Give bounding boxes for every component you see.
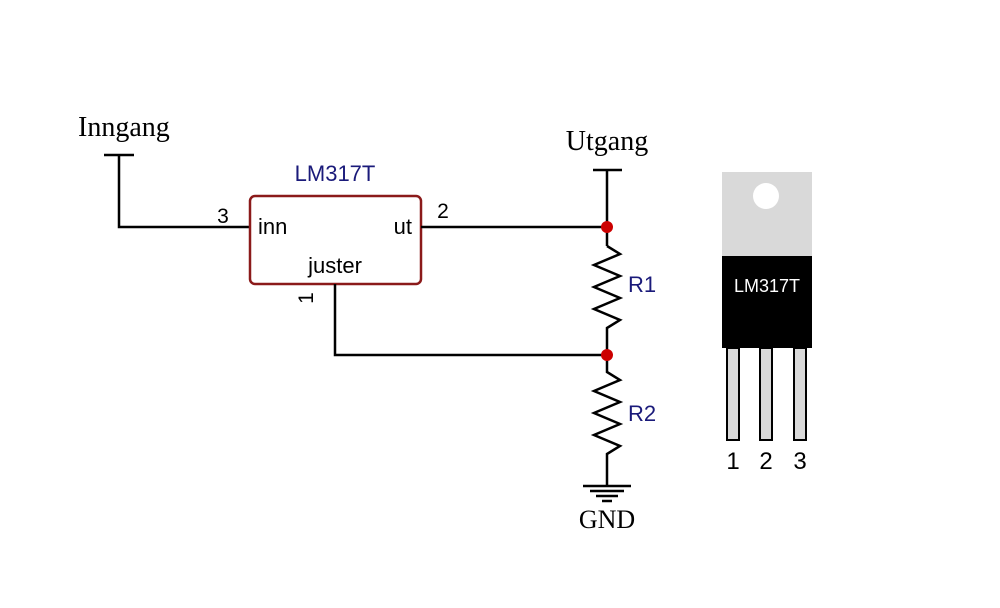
resistor-r1 xyxy=(590,244,624,355)
adjust-wire xyxy=(333,284,607,357)
pin-out-number: 2 xyxy=(437,200,449,223)
resistor-r1-label: R1 xyxy=(628,272,656,297)
package-leg-1 xyxy=(726,347,740,441)
to220-package xyxy=(722,172,812,441)
package-leg-3 xyxy=(793,347,807,441)
package-mounting-hole xyxy=(753,183,779,209)
regulator-name: LM317T xyxy=(295,161,376,186)
regulator-pin-adjust-label: juster xyxy=(307,253,362,278)
package-pin-label-1: 1 xyxy=(726,448,739,475)
input-label: Inngang xyxy=(78,112,170,143)
pin-adjust-number: 1 xyxy=(295,292,318,304)
junction-output xyxy=(601,221,613,233)
resistor-r2 xyxy=(590,355,624,486)
input-wire xyxy=(117,155,250,229)
regulator-pin-out-label: ut xyxy=(394,214,412,239)
junction-adjust xyxy=(601,349,613,361)
output-label: Utgang xyxy=(566,126,648,157)
package-pin-label-3: 3 xyxy=(793,448,806,475)
ground-symbol xyxy=(583,484,631,503)
package-body xyxy=(722,256,812,348)
ground-label: GND xyxy=(579,505,635,534)
package-pin-label-2: 2 xyxy=(759,448,772,475)
resistor-r2-label: R2 xyxy=(628,401,656,426)
pin-in-number: 3 xyxy=(217,205,229,228)
package-marking: LM317T xyxy=(734,276,800,296)
regulator-pin-in-label: inn xyxy=(258,214,287,239)
package-leg-2 xyxy=(759,347,773,441)
